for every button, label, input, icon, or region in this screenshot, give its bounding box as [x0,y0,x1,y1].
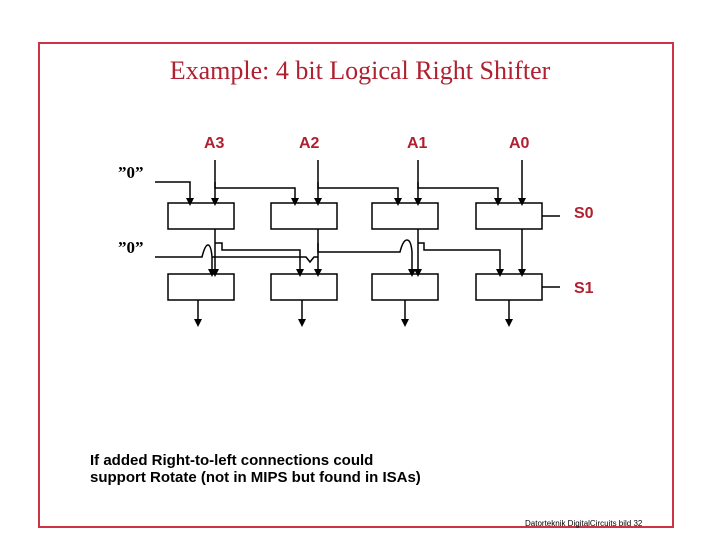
wire-a2-stage2 [317,239,416,277]
input-label-a3: A3 [204,135,225,152]
wire-zero-bottom-path [155,244,216,277]
mux-s0-bit0 [475,202,543,230]
slide-title: Example: 4 bit Logical Right Shifter [169,56,551,85]
input-label-a0: A0 [509,135,530,152]
mux-s1-bit2 [270,273,338,301]
zero-input-bottom: ”0” [118,238,144,257]
wire-a1-stage2 [418,242,504,277]
wire-a3-stage2 [215,242,304,277]
mux-s0-bit2 [270,202,338,230]
wire-zero-top [155,181,194,206]
slide-frame [38,42,674,528]
mux-s0-bit3 [167,202,235,230]
input-label-a1: A1 [407,135,428,152]
note-line-1: If added Right-to-left connections could [90,452,374,469]
wire-a1-shift [417,182,502,206]
select-label-s0: S0 [574,205,594,222]
mux-s0-bit1 [371,202,439,230]
wire-zero-mid [212,256,318,264]
mux-s1-bit3 [167,273,235,301]
wire-a2-shift [317,182,402,206]
note-line-2: support Rotate (not in MIPS but found in… [90,469,421,486]
zero-input-top: ”0” [118,163,144,182]
input-label-a2: A2 [299,135,320,152]
mux-s1-bit0 [475,273,543,301]
mux-s1-bit1 [371,273,439,301]
footer-text: Datorteknik DigitalCircuits bild 32 [525,519,643,528]
note-text: If added Right-to-left connections could… [90,452,421,486]
wire-a3-shift [214,182,299,206]
select-label-s1: S1 [574,280,594,297]
